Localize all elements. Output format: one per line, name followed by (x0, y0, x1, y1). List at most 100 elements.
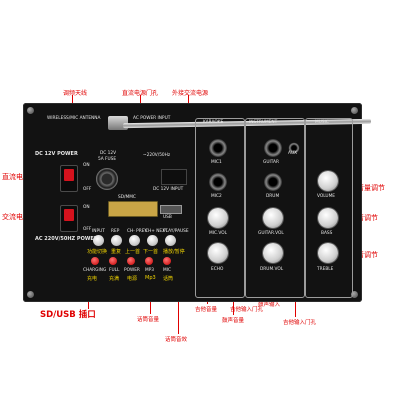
full-label: FULL (109, 268, 120, 273)
mic1-label: MIC1 (211, 160, 222, 165)
antenna-label: WIRELESS/MIC ANTENNA (47, 116, 101, 121)
usb-label: USB (163, 215, 172, 220)
sd-mmc-label: SD/MMC (118, 195, 136, 200)
guitar-vol-label: GUITAR.VOL (258, 231, 284, 236)
dc-power-switch[interactable] (60, 165, 78, 192)
dc-fuse-label: DC 12V (100, 151, 117, 156)
mic2-jack[interactable] (209, 173, 227, 191)
charging-label: CHARGING (83, 268, 107, 273)
leader-echo (178, 290, 179, 334)
dc-power-label: DC 12V POWER (35, 151, 78, 157)
drum-vol-knob[interactable] (263, 243, 283, 263)
leader-dc-jack (140, 95, 141, 109)
rep-label: REP (111, 229, 120, 234)
karaoke-label: KARAOKE (203, 120, 224, 125)
full-led (109, 257, 117, 265)
treble-knob[interactable] (318, 243, 338, 263)
callout-treble: 高音调节 (350, 251, 378, 259)
switch2-on-label: ON (83, 205, 90, 210)
charging-led (91, 257, 99, 265)
ac-power-label: AC 220V/50HZ POWER (35, 236, 98, 242)
guitar-vol-knob[interactable] (263, 208, 283, 228)
guitar-label: GUITAR (263, 160, 279, 165)
mp3-led-label: MP3 (145, 268, 155, 273)
play-label: PLAY/PAUSE (163, 229, 189, 234)
play-pause-button[interactable] (165, 235, 176, 246)
callout-guitar-in: 吉他输入门孔 (283, 320, 317, 326)
leader-guitar-in (295, 290, 296, 317)
leader-drum-vol (233, 290, 234, 315)
treble-label: TREBLE (317, 267, 334, 272)
next-label: CH+ NEXT (145, 229, 168, 234)
mic-led-label: MIC (163, 268, 171, 273)
instrument-label: INSTRUMENT (249, 120, 278, 125)
screw-top-right (351, 107, 358, 114)
callout-ac-input: 外接交流电源 (172, 90, 209, 97)
echo-knob[interactable] (208, 243, 228, 263)
leader-mic-vol (150, 290, 151, 314)
callout-sd-usb: SD/USB 插口 (40, 310, 96, 320)
usb-port[interactable] (160, 205, 182, 214)
callout-music-vol: 总音量调节 (350, 184, 385, 192)
switch1-off-label: OFF (83, 187, 92, 192)
prev-cn-label: 上一首 (125, 249, 141, 255)
rep-cn-label: 重复 (111, 249, 122, 255)
ac-power-input-label: AC POWER INPUT (133, 116, 171, 121)
play-cn-label: 播放/暂停 (163, 249, 185, 255)
switch1-on-label: ON (83, 163, 90, 168)
mic-vol-knob[interactable] (208, 208, 228, 228)
screw-bottom-right (351, 291, 358, 298)
power-led-label: POWER (124, 268, 140, 273)
drum-label: DRUM (266, 194, 280, 199)
dc-power-jack[interactable] (96, 168, 118, 190)
callout-drum-in: 鼓声输入 (258, 302, 281, 308)
prev-label: CH- PREV (127, 229, 148, 234)
dc-input-label: DC 12V INPUT (153, 187, 184, 192)
callout-antenna: 调频天线 (63, 90, 88, 97)
callout-dc-jack: 直流电源门孔 (122, 90, 159, 97)
instrument-section (245, 118, 305, 298)
mic2-label: MIC2 (211, 194, 222, 199)
music-section (305, 118, 353, 298)
input-cn-label: 功能切换 (87, 249, 108, 255)
callout-drum-vol: 鼓声音量 (222, 318, 245, 324)
callout-guitar-jack: 吉他输入门孔 (230, 307, 264, 313)
drum-jack[interactable] (264, 173, 282, 191)
callout-echo: 话筒音效 (165, 337, 188, 343)
sd-card-slot[interactable] (108, 201, 158, 217)
callout-guitar-vol: 吉他音量 (195, 307, 218, 313)
karaoke-section (195, 118, 245, 298)
input-button[interactable] (93, 235, 104, 246)
dc-input-terminal[interactable] (161, 169, 187, 185)
fuse-label: 5A FUSE (98, 157, 117, 162)
ac-power-switch[interactable] (60, 205, 78, 232)
bass-knob[interactable] (318, 208, 338, 228)
next-cn-label: 下一首 (143, 249, 159, 255)
next-button[interactable] (147, 235, 158, 246)
aux-label: AUX (288, 151, 298, 156)
mp3-led (145, 257, 153, 265)
input-label: INPUT (92, 229, 105, 234)
power-cn-label: 电源 (127, 276, 138, 282)
callout-bass: 低音调节 (350, 214, 378, 222)
aux-jack[interactable] (288, 142, 300, 154)
ac-spec-label: ~220V/50Hz (143, 153, 171, 158)
mic-cn-label: 话筒 (163, 276, 174, 282)
drum-vol-label: DRUM.VOL (260, 267, 284, 272)
bass-label: BASS (321, 231, 333, 236)
volume-label: VOLUME (317, 194, 335, 199)
mic-led (163, 257, 171, 265)
prev-button[interactable] (129, 235, 140, 246)
rep-button[interactable] (111, 235, 122, 246)
volume-knob[interactable] (318, 171, 338, 191)
leader-sd-usb (88, 295, 89, 309)
full-cn-label: 充满 (109, 276, 120, 282)
mic1-jack[interactable] (209, 139, 227, 157)
mp3-cn-label: Mp3 (145, 275, 156, 281)
guitar-jack[interactable] (264, 139, 282, 157)
screw-top-left (27, 107, 34, 114)
switch2-off-label: OFF (83, 227, 92, 232)
screw-bottom-left (27, 291, 34, 298)
mic-vol-label: MIC.VOL (209, 231, 227, 236)
amplifier-panel: WIRELESS/MIC ANTENNA AC POWER INPUT ~220… (23, 103, 372, 302)
